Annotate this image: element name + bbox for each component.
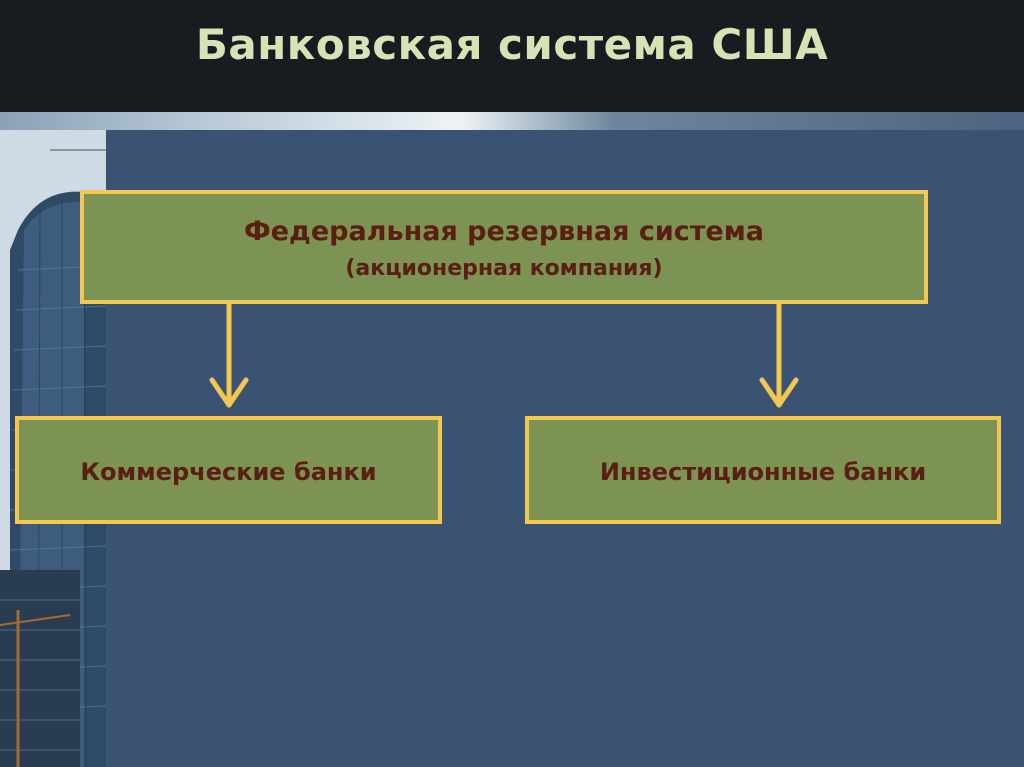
slide-title: Банковская система США [195,20,829,69]
arrow-to-commercial-banks [209,301,249,408]
slide-header: Банковская система США [0,0,1024,112]
federal-reserve-subtitle: (акционерная компания) [345,256,663,281]
commercial-banks-label: Коммерческие банки [80,458,377,486]
arrow-to-investment-banks [759,301,799,408]
investment-banks-label: Инвестиционные банки [599,458,927,486]
decorative-strip [0,112,1024,130]
investment-banks-box: Инвестиционные банки [525,416,1001,524]
federal-reserve-box: Федеральная резервная система (акционерн… [80,190,928,304]
federal-reserve-title: Федеральная резервная система [243,216,765,247]
commercial-banks-box: Коммерческие банки [15,416,442,524]
